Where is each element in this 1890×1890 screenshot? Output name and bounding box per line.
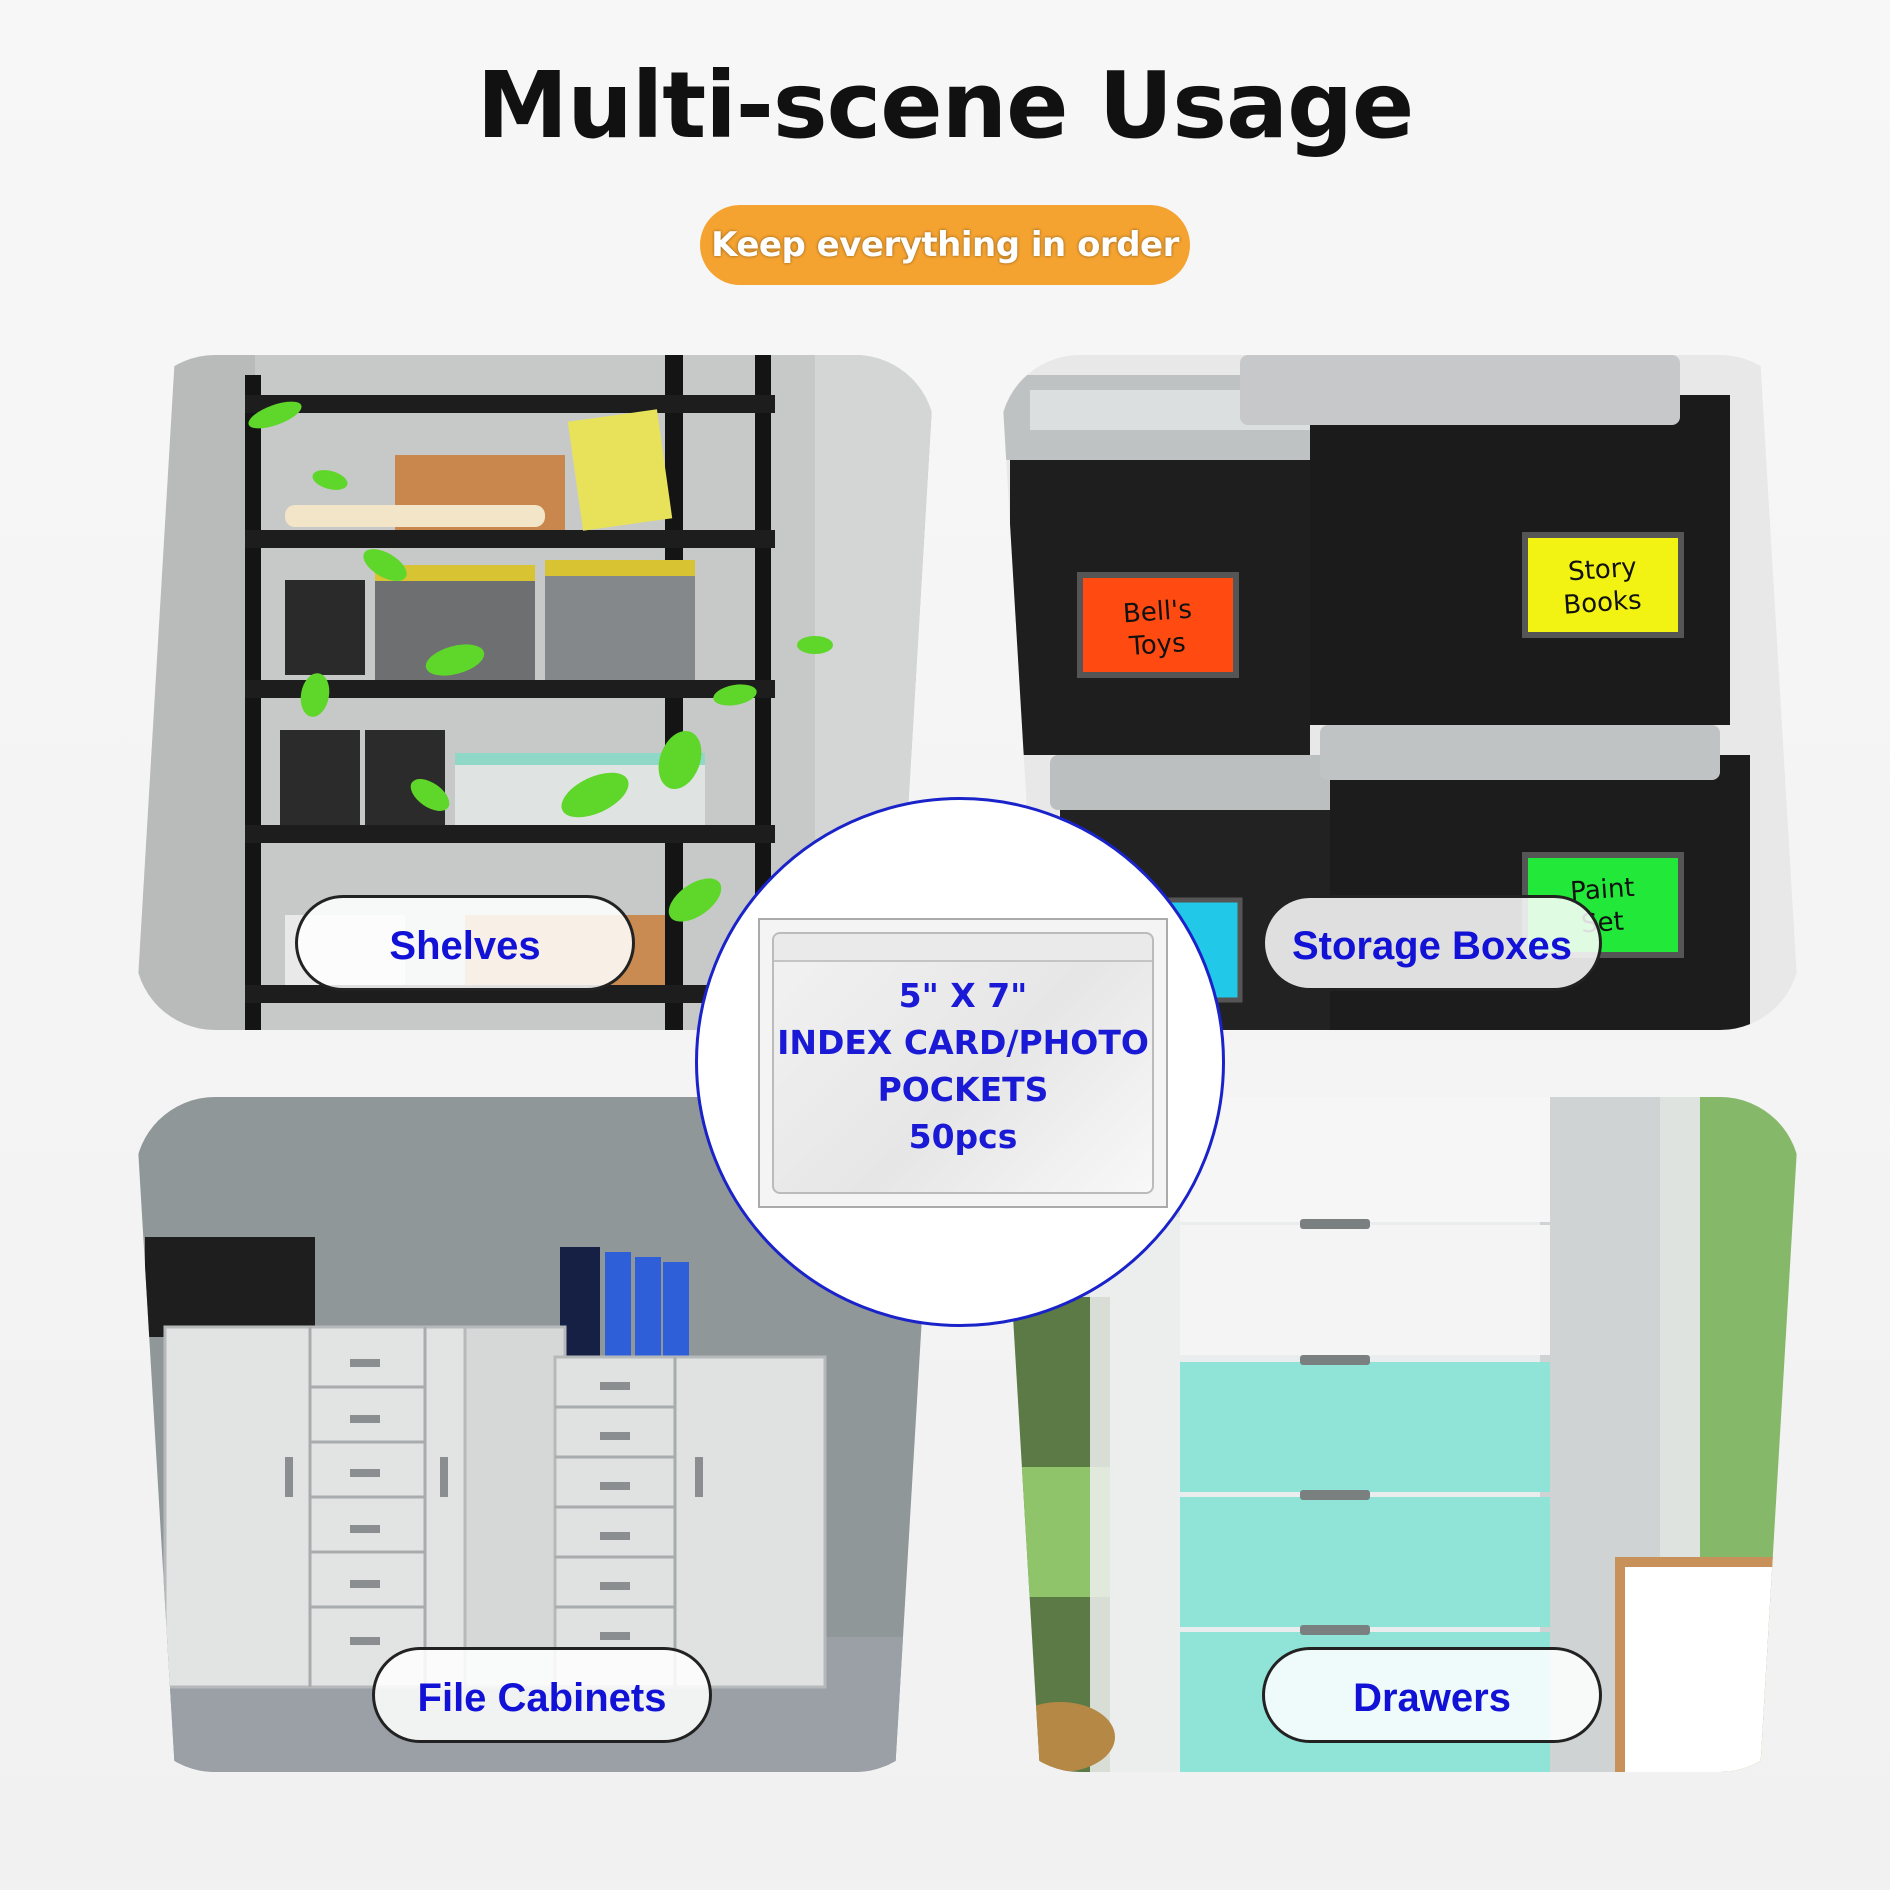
shelves-label: Shelves <box>295 895 635 991</box>
file-cabinets-label: File Cabinets <box>372 1647 712 1743</box>
box-label-orange: Bell's Toys <box>1077 572 1239 678</box>
scene-shelves-image <box>135 355 935 1030</box>
product-quantity: 50pcs <box>908 1117 1018 1156</box>
box-label-text: Bell's <box>1122 595 1193 630</box>
drawers-label: Drawers <box>1262 1647 1602 1743</box>
box-label-yellow: Story Books <box>1522 532 1684 638</box>
product-description: 5" X 7" INDEX CARD/PHOTO POCKETS 50pcs <box>760 972 1166 1160</box>
page-title: Multi-scene Usage <box>476 52 1415 159</box>
pocket-card-image: 5" X 7" INDEX CARD/PHOTO POCKETS 50pcs <box>758 918 1168 1208</box>
product-size: 5" X 7" <box>898 976 1028 1015</box>
pocket-inner <box>772 932 1154 1194</box>
box-label-text: Story <box>1567 553 1638 588</box>
shelves-illustration <box>135 355 935 1030</box>
box-label-text: Toys <box>1127 628 1186 662</box>
product-circle: 5" X 7" INDEX CARD/PHOTO POCKETS 50pcs <box>695 797 1225 1327</box>
tagline-badge: Keep everything in order <box>700 205 1190 285</box>
storage-boxes-label: Storage Boxes <box>1262 895 1602 991</box>
product-type: INDEX CARD/PHOTO <box>777 1023 1149 1062</box>
box-label-text: Paint <box>1569 873 1635 907</box>
pocket-flap <box>774 934 1152 962</box>
product-type-2: POCKETS <box>877 1070 1049 1109</box>
box-label-text: Books <box>1562 585 1642 620</box>
